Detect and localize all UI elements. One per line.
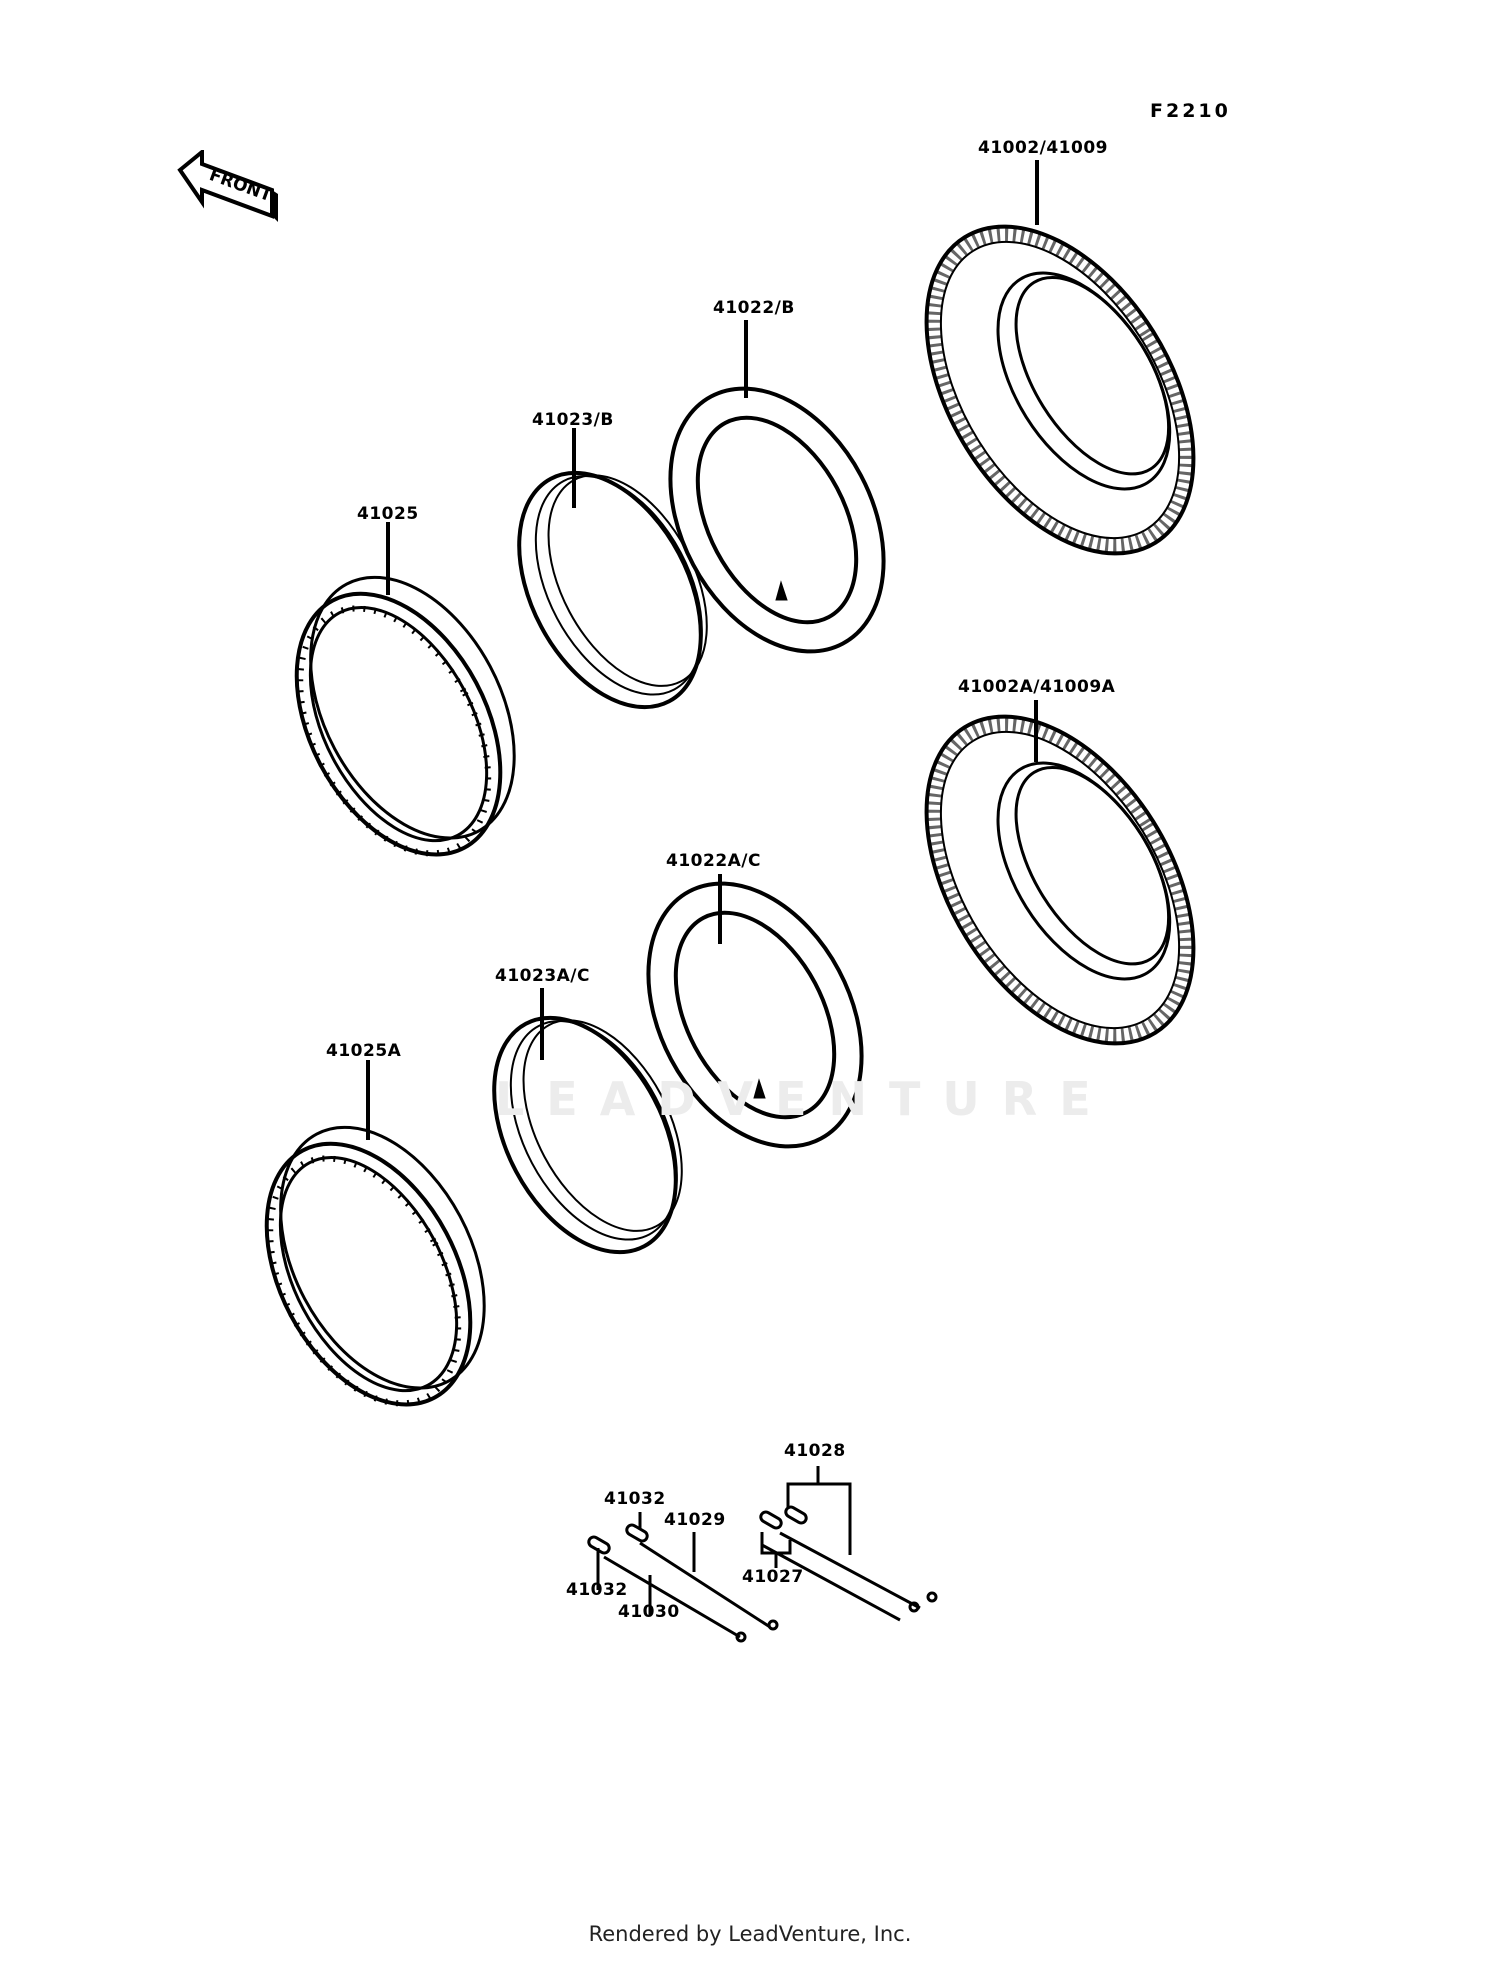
label-nipple-b[interactable]: 41032: [566, 1580, 628, 1600]
spokes: [587, 1466, 938, 1643]
label-tube-upper[interactable]: 41022/B: [713, 298, 795, 318]
tube-lower: [646, 881, 864, 1149]
label-spoke-b[interactable]: 41030: [618, 1602, 680, 1622]
label-spoke-a[interactable]: 41029: [664, 1510, 726, 1530]
tire-lower: [924, 714, 1196, 1046]
label-rim-upper[interactable]: 41025: [357, 504, 419, 524]
rim-band-lower: [492, 1015, 683, 1255]
rim-lower: [264, 1125, 486, 1407]
front-arrow-icon: FRONT: [172, 147, 282, 244]
rim-upper: [294, 575, 516, 857]
tire-upper: [924, 224, 1196, 556]
tube-upper: [668, 386, 886, 654]
label-rim-lower[interactable]: 41025A: [326, 1041, 402, 1061]
diagram-code: F2210: [1150, 100, 1231, 122]
footer-credit: Rendered by LeadVenture, Inc.: [588, 1922, 912, 1946]
label-tube-lower[interactable]: 41022A/C: [666, 851, 761, 871]
label-nipple-a[interactable]: 41032: [604, 1489, 666, 1509]
label-tire-lower[interactable]: 41002A/41009A: [958, 677, 1116, 697]
watermark: LEADVENTURE: [495, 1072, 1113, 1126]
label-nipple-set[interactable]: 41027: [742, 1567, 804, 1587]
label-rim-band-upper[interactable]: 41023/B: [532, 410, 614, 430]
label-tire-upper[interactable]: 41002/41009: [978, 138, 1108, 158]
rim-band-upper: [517, 470, 708, 710]
label-rim-band-lower[interactable]: 41023A/C: [495, 966, 590, 986]
label-spoke-set[interactable]: 41028: [784, 1441, 846, 1461]
